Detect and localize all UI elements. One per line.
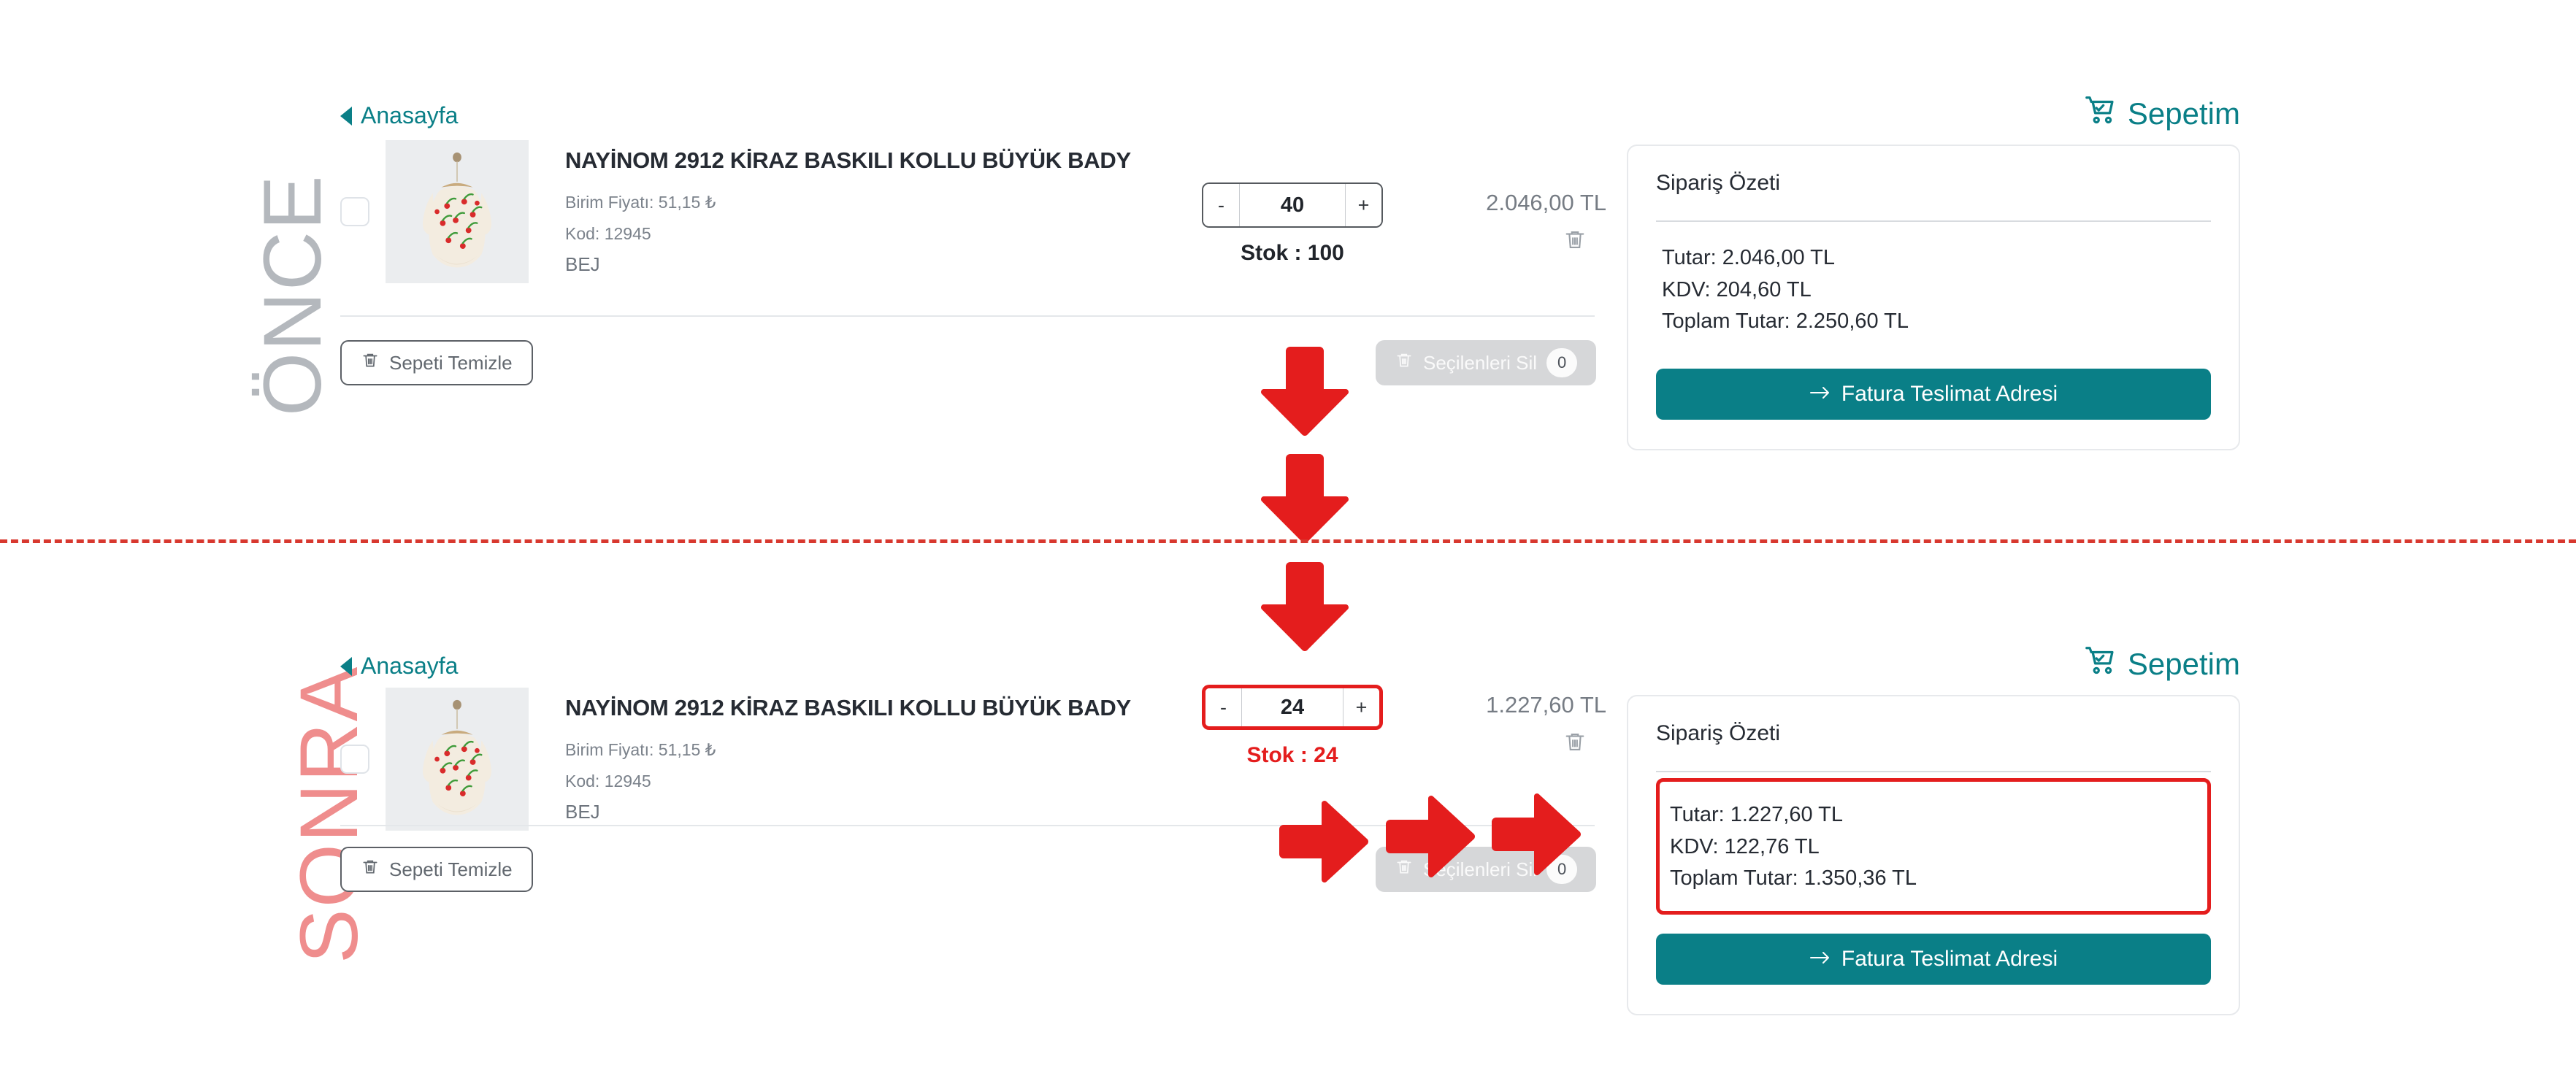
- clear-cart-label: Sepeti Temizle: [389, 351, 513, 374]
- order-totals-before: Tutar: 2.046,00 TL KDV: 204,60 TL Toplam…: [1656, 222, 2211, 350]
- arrow-right-icon: [1809, 947, 1831, 972]
- product-thumbnail[interactable]: [386, 688, 529, 831]
- invoice-delivery-address-button[interactable]: Fatura Teslimat Adresi: [1656, 933, 2211, 985]
- row-select-checkbox[interactable]: [340, 745, 369, 774]
- annotation-arrow-down-1: [1258, 347, 1352, 437]
- quantity-value[interactable]: 40: [1240, 184, 1345, 226]
- trash-icon: [361, 351, 380, 375]
- stock-label: Stok : 100: [1241, 241, 1344, 265]
- quantity-increase-button[interactable]: +: [1345, 184, 1381, 226]
- clear-cart-button-after[interactable]: Sepeti Temizle: [340, 847, 533, 892]
- quantity-value[interactable]: 24: [1242, 688, 1343, 726]
- cart-item-row: NAYİNOM 2912 KİRAZ BASKILI KOLLU BÜYÜK B…: [340, 140, 1595, 283]
- invoice-delivery-address-button[interactable]: Fatura Teslimat Adresi: [1656, 368, 2211, 420]
- annotation-arrow-down-3: [1258, 562, 1352, 652]
- quantity-decrease-button[interactable]: -: [1203, 184, 1240, 226]
- quantity-increase-button[interactable]: +: [1343, 688, 1379, 726]
- row-divider: [340, 825, 1595, 826]
- delete-selected-button[interactable]: Seçilenleri Sil 0: [1376, 340, 1597, 385]
- total-amount: Tutar: 2.046,00 TL: [1662, 246, 1835, 269]
- total-amount: Tutar: 1.227,60 TL: [1670, 803, 1843, 826]
- row-trash-icon[interactable]: [1563, 730, 1587, 755]
- trash-icon: [1395, 351, 1414, 375]
- cart-check-icon: [2084, 93, 2117, 134]
- line-total-before: 2.046,00 TL: [1486, 190, 1606, 215]
- total-vat: KDV: 204,60 TL: [1662, 277, 1812, 301]
- after-section: Anasayfa Sepetim: [0, 542, 2576, 1092]
- product-info: NAYİNOM 2912 KİRAZ BASKILI KOLLU BÜYÜK B…: [565, 695, 1595, 823]
- product-info: NAYİNOM 2912 KİRAZ BASKILI KOLLU BÜYÜK B…: [565, 147, 1595, 276]
- order-summary-card-after: Sipariş Özeti Tutar: 1.227,60 TL KDV: 12…: [1627, 695, 2240, 1015]
- total-grand: Toplam Tutar: 1.350,36 TL: [1670, 866, 1917, 890]
- stock-label: Stok : 24: [1246, 743, 1338, 767]
- cart-item-row: NAYİNOM 2912 KİRAZ BASKILI KOLLU BÜYÜK B…: [340, 688, 1595, 831]
- invoice-delivery-address-label: Fatura Teslimat Adresi: [1841, 946, 2058, 971]
- cart-header[interactable]: Sepetim: [1627, 93, 2240, 134]
- trash-icon: [1395, 858, 1414, 882]
- annotation-arrow-right-2: [1386, 794, 1477, 879]
- line-total-after: 1.227,60 TL: [1486, 692, 1606, 718]
- annotation-arrow-right-3: [1492, 792, 1583, 877]
- quantity-block-after: - 24 + Stok : 24: [1183, 685, 1402, 768]
- quantity-stepper[interactable]: - 40 +: [1202, 182, 1383, 228]
- product-title: NAYİNOM 2912 KİRAZ BASKILI KOLLU BÜYÜK B…: [565, 694, 1131, 720]
- product-code: Kod: 12945: [565, 772, 651, 791]
- row-trash-icon[interactable]: [1563, 228, 1587, 253]
- triangle-left-icon: [340, 656, 352, 676]
- breadcrumb-label: Anasayfa: [361, 102, 459, 128]
- annotation-arrow-down-2: [1258, 454, 1352, 544]
- cart-check-icon: [2084, 644, 2117, 685]
- breadcrumb-anasayfa[interactable]: Anasayfa: [340, 102, 458, 129]
- clear-cart-label: Sepeti Temizle: [389, 858, 513, 880]
- breadcrumb-label: Anasayfa: [361, 653, 459, 679]
- quantity-stepper[interactable]: - 24 +: [1202, 685, 1383, 730]
- cart-header-label: Sepetim: [2127, 96, 2240, 131]
- product-code: Kod: 12945: [565, 224, 651, 244]
- order-summary-title: Sipariş Özeti: [1656, 171, 1781, 195]
- order-totals-after: Tutar: 1.227,60 TL KDV: 122,76 TL Toplam…: [1656, 778, 2211, 915]
- product-title: NAYİNOM 2912 KİRAZ BASKILI KOLLU BÜYÜK B…: [565, 147, 1131, 173]
- order-summary-title: Sipariş Özeti: [1656, 721, 1781, 745]
- quantity-decrease-button[interactable]: -: [1205, 688, 1242, 726]
- row-divider: [340, 315, 1595, 317]
- product-thumbnail[interactable]: [386, 140, 529, 283]
- annotation-arrow-right-1: [1279, 799, 1371, 884]
- cart-header-label: Sepetim: [2127, 647, 2240, 681]
- arrow-right-icon: [1809, 382, 1831, 407]
- trash-icon: [361, 858, 380, 882]
- selected-count-badge: 0: [1546, 348, 1578, 377]
- clear-cart-button[interactable]: Sepeti Temizle: [340, 340, 533, 385]
- quantity-block-before: - 40 + Stok : 100: [1183, 182, 1402, 266]
- product-color: BEJ: [565, 253, 600, 275]
- total-vat: KDV: 122,76 TL: [1670, 834, 1820, 858]
- summary-divider: [1656, 220, 2211, 222]
- breadcrumb-anasayfa[interactable]: Anasayfa: [340, 653, 458, 680]
- before-section: Anasayfa Sepetim: [0, 0, 2576, 542]
- product-unit-price: Birim Fiyatı: 51,15 ₺: [565, 739, 716, 759]
- triangle-left-icon: [340, 106, 352, 126]
- before-after-separator: [0, 539, 2576, 543]
- row-select-checkbox[interactable]: [340, 197, 369, 226]
- order-summary-card-before: Sipariş Özeti Tutar: 2.046,00 TL KDV: 20…: [1627, 145, 2240, 450]
- invoice-delivery-address-label: Fatura Teslimat Adresi: [1841, 381, 2058, 406]
- total-grand: Toplam Tutar: 2.250,60 TL: [1662, 309, 1909, 333]
- summary-divider: [1656, 771, 2211, 772]
- delete-selected-label: Seçilenleri Sil: [1423, 351, 1538, 374]
- product-color: BEJ: [565, 801, 600, 823]
- cart-header[interactable]: Sepetim: [1627, 644, 2240, 685]
- product-unit-price: Birim Fiyatı: 51,15 ₺: [565, 192, 716, 212]
